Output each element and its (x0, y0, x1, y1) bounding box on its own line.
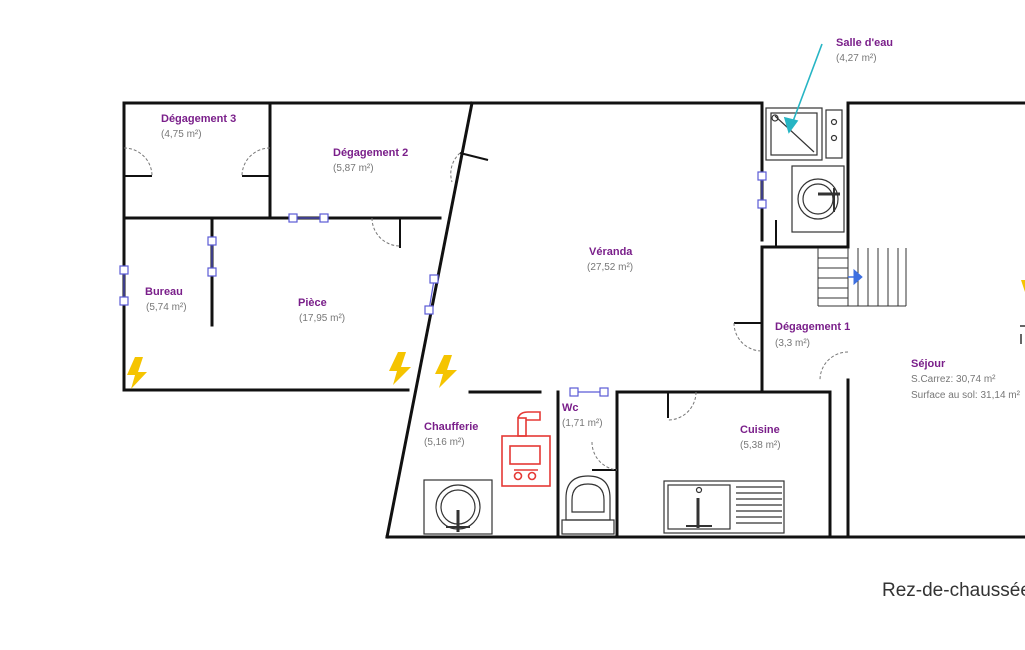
shower-icon (765, 107, 843, 161)
room-name-chaufferie: Chaufferie (424, 421, 479, 433)
room-name-wc: Wc (562, 402, 579, 414)
sink-icon (663, 480, 785, 534)
door-sejour (819, 351, 849, 381)
room-name-cuisine: Cuisine (740, 424, 780, 436)
window-bureau (119, 265, 129, 306)
salle-eau-pointer (783, 43, 823, 134)
lightning-icon (1021, 280, 1025, 292)
room-area-degagement1: (3,3 m²) (775, 338, 810, 349)
boiler-icon (501, 411, 551, 487)
window-bureau-piece (207, 236, 217, 277)
door-swings (123, 147, 849, 471)
window-diagonal (424, 274, 439, 315)
level-label: Rez-de-chaussée (882, 580, 1025, 601)
lightning-icon (389, 352, 411, 385)
door-degagement2-veranda (371, 217, 401, 247)
room-name-degagement2: Dégagement 2 (333, 147, 409, 159)
stairs-icon (817, 248, 907, 307)
room-name-salle-eau: Salle d'eau (836, 37, 894, 49)
room-name-degagement1: Dégagement 1 (775, 321, 851, 333)
wall-diagonal (385, 101, 474, 539)
room-area-piece: (17,95 m²) (299, 313, 346, 324)
window-degagement2 (288, 213, 329, 223)
room-area-degagement2: (5,87 m²) (333, 163, 374, 174)
door-degagement1 (733, 322, 763, 352)
edge-marks (1020, 325, 1025, 344)
window-salle-eau (757, 171, 767, 209)
washing-machine-icon (423, 479, 493, 535)
room-surface-sejour: Surface au sol: 31,14 m² (911, 390, 1020, 401)
lightning-icon (127, 357, 147, 389)
door-diagonal (450, 152, 461, 183)
room-area-salle-eau: (4,27 m²) (836, 53, 877, 64)
washing-machine-icon (791, 165, 845, 233)
electric-icons (127, 280, 1025, 389)
window-wc (569, 387, 609, 397)
room-name-degagement3: Dégagement 3 (161, 113, 237, 125)
room-area-bureau: (5,74 m²) (146, 302, 187, 313)
door-jambs (124, 152, 777, 471)
room-name-piece: Pièce (298, 297, 327, 309)
room-area-cuisine: (5,38 m²) (740, 440, 781, 451)
door-cuisine (667, 391, 697, 421)
room-area-chaufferie: (5,16 m²) (424, 437, 465, 448)
room-area-wc: (1,71 m²) (562, 418, 603, 429)
room-area-veranda: (27,52 m²) (587, 262, 634, 273)
toilet-icon (561, 475, 615, 535)
walls (122, 101, 1025, 539)
room-name-bureau: Bureau (145, 286, 183, 298)
room-area-degagement3: (4,75 m²) (161, 129, 202, 140)
door-wc (591, 441, 618, 471)
room-name-veranda: Véranda (589, 246, 633, 258)
lightning-icon (435, 355, 457, 388)
windows (119, 171, 767, 397)
door-degagement3-right (241, 147, 271, 177)
room-carrez-sejour: S.Carrez: 30,74 m² (911, 374, 996, 385)
room-name-sejour: Séjour (911, 358, 946, 370)
door-degagement3-left (123, 147, 153, 177)
